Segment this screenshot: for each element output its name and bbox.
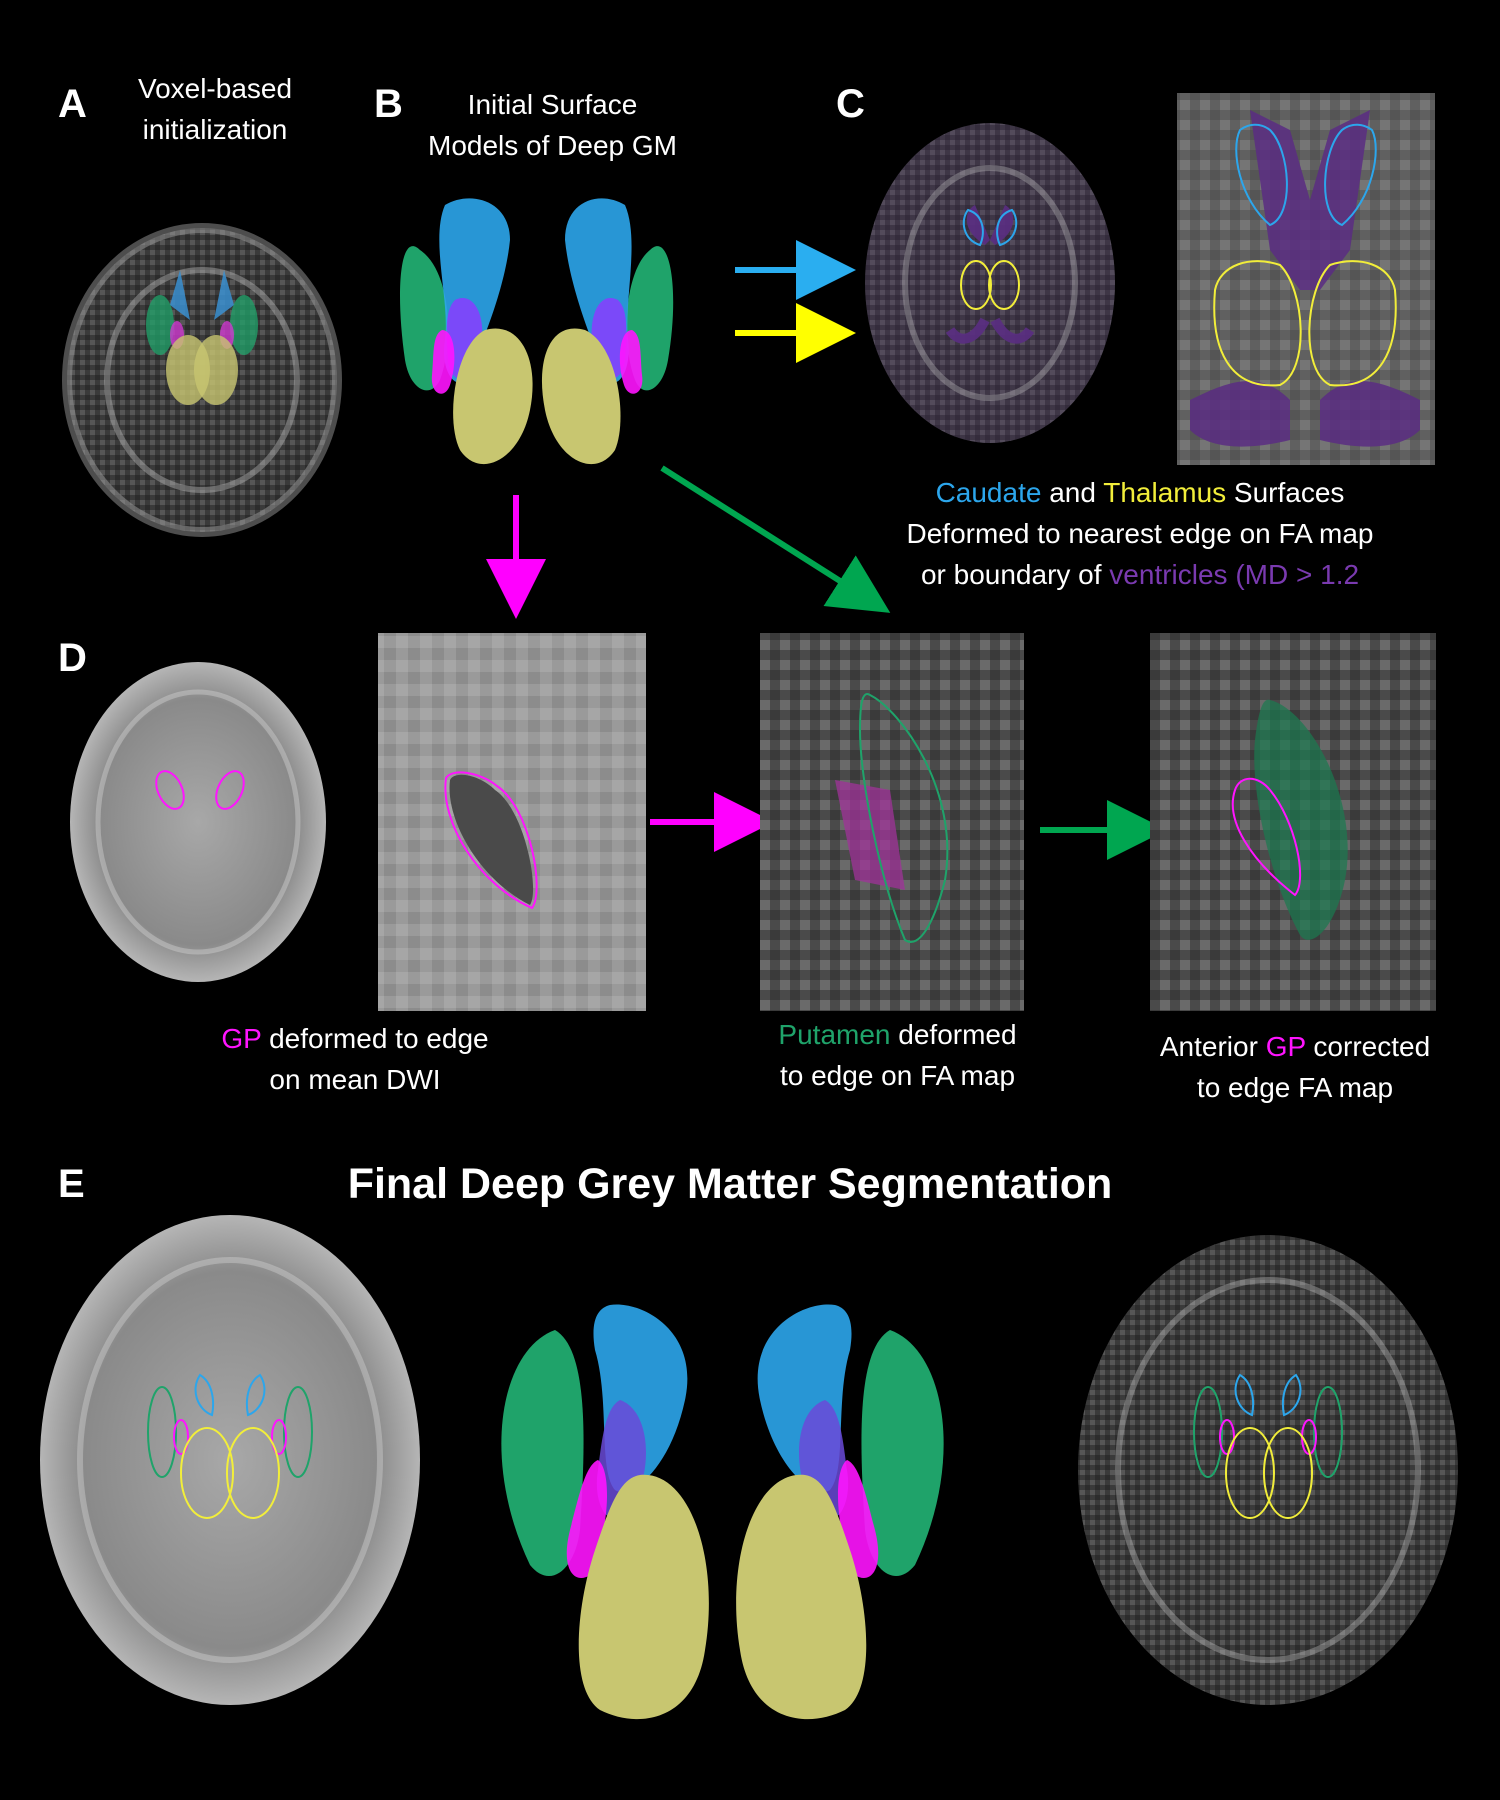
panel-d-zoom-anterior-gp: [1150, 633, 1436, 1011]
panel-d-zoom-dwi: [378, 633, 646, 1011]
panel-b-surface-models: [400, 198, 673, 464]
panel-e-dwi-brain: [40, 1215, 420, 1705]
panel-e-3d-surfaces: [501, 1304, 943, 1719]
panel-d-zoom-putamen: [760, 633, 1024, 1011]
green-diagonal-arrow: [662, 468, 870, 600]
panel-e-fa-brain: [1078, 1235, 1458, 1705]
panel-d-brain-image: [70, 662, 326, 982]
panel-c-brain-image: [865, 123, 1115, 443]
panel-a-brain-image: [67, 228, 337, 532]
panel-c-zoom-image: [1177, 93, 1435, 465]
